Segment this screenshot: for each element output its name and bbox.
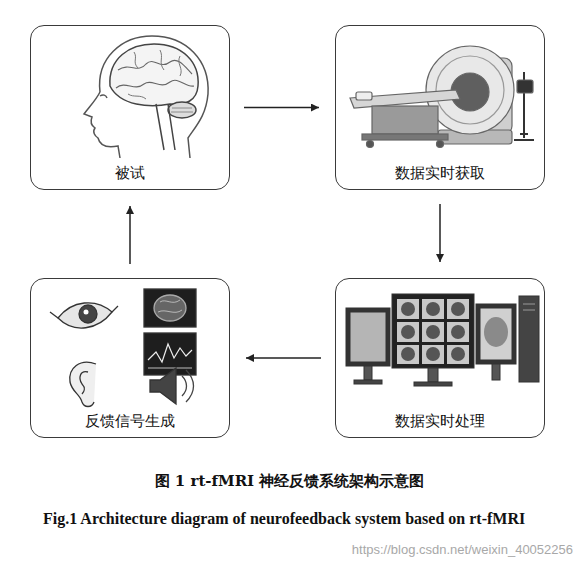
box-label-holder: 数据实时获取 — [336, 164, 544, 182]
box-label-holder: 反馈信号生成 — [31, 412, 229, 430]
process-box: 反馈信号生成 — [30, 278, 230, 438]
box-label: 数据实时处理 — [395, 412, 485, 430]
box-label-holder: 数据实时处理 — [336, 412, 544, 430]
flow-arrow — [246, 357, 321, 359]
process-box: 被试 — [30, 25, 230, 190]
workstation-illustration — [346, 294, 539, 386]
flow-arrow — [129, 206, 131, 264]
box-label: 反馈信号生成 — [85, 412, 175, 430]
feedback-icons-illustration — [50, 289, 196, 407]
box-label: 数据实时获取 — [395, 164, 485, 182]
box-label-holder: 被试 — [31, 164, 229, 182]
head-brain-illustration — [84, 36, 208, 158]
flow-arrow — [439, 204, 441, 262]
english-caption: Fig.1 Architecture diagram of neurofeedb… — [43, 504, 538, 534]
process-box: 数据实时获取 — [335, 25, 545, 190]
figure-caption: 图 1 rt-fMRI 神经反馈系统架构示意图 — [0, 472, 579, 491]
box-label: 被试 — [115, 164, 145, 182]
flow-arrow — [244, 107, 319, 109]
process-box: 数据实时处理 — [335, 278, 545, 438]
mri-scanner-illustration — [350, 46, 534, 148]
watermark: https://blog.csdn.net/weixin_40052256 — [352, 542, 573, 558]
